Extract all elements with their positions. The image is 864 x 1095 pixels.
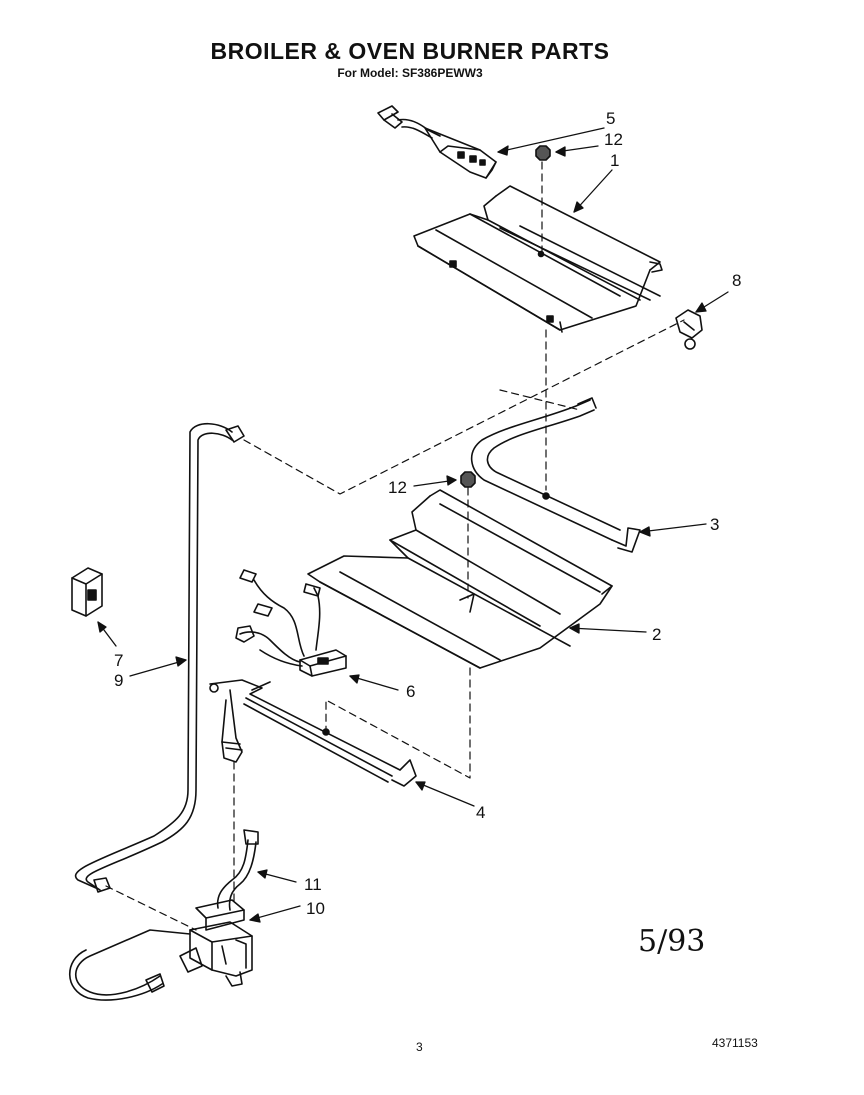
callout-5: 5 xyxy=(606,109,615,128)
nut-part-12-top xyxy=(535,145,551,161)
callout-2: 2 xyxy=(652,625,661,644)
igniter-part-5 xyxy=(377,105,497,179)
model-subtitle: For Model: SF386PEWW3 xyxy=(337,66,483,80)
callout-1: 1 xyxy=(610,151,619,170)
callout-numbers: 5 12 1 8 12 3 2 7 9 6 4 11 10 xyxy=(114,109,741,918)
page-number: 3 xyxy=(416,1040,423,1054)
broiler-baffle-part-1 xyxy=(413,185,663,333)
callout-12-middle: 12 xyxy=(388,478,407,497)
valve-part-10 xyxy=(69,899,253,1001)
callout-4: 4 xyxy=(476,803,485,822)
callout-10: 10 xyxy=(306,899,325,918)
bracket-part-7 xyxy=(71,567,103,617)
page-title: BROILER & OVEN BURNER PARTS xyxy=(210,38,610,64)
callout-6: 6 xyxy=(406,682,415,701)
assembly-guide-lines xyxy=(105,161,685,931)
callout-11: 11 xyxy=(304,875,322,894)
callout-9: 9 xyxy=(114,671,123,690)
part-number: 4371153 xyxy=(712,1036,758,1050)
broiler-burner-part-3 xyxy=(470,397,641,553)
gas-tube-part-9 xyxy=(75,422,245,893)
tube-part-11 xyxy=(216,829,259,911)
callout-7: 7 xyxy=(114,651,123,670)
callout-3: 3 xyxy=(710,515,719,534)
orifice-part-8 xyxy=(675,309,703,350)
igniter-part-6 xyxy=(235,569,347,677)
nut-part-12-middle xyxy=(460,471,476,488)
callout-12-top: 12 xyxy=(604,130,623,149)
oven-burner-part-4 xyxy=(209,679,417,787)
handwritten-date: 5/93 xyxy=(638,924,706,959)
callout-leaders xyxy=(97,127,729,923)
oven-baffle-part-2 xyxy=(307,489,613,669)
callout-8: 8 xyxy=(732,271,741,290)
